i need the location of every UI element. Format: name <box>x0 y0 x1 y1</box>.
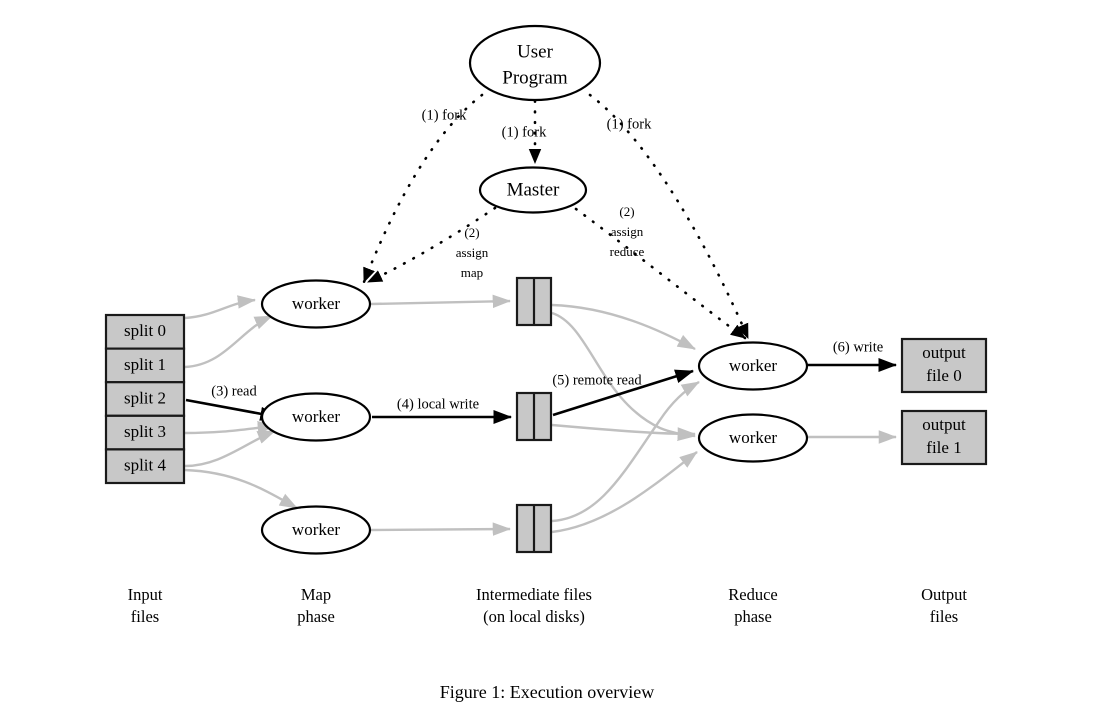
label-assign-reduce: (2) assign reduce <box>610 204 645 259</box>
edge-worker3-to-interfile3 <box>370 522 511 536</box>
map-worker-3[interactable]: worker <box>260 505 372 555</box>
split-cell-1[interactable] <box>104 347 186 384</box>
intermediate-file-box-1[interactable] <box>515 276 553 327</box>
split-label-1: split 1 <box>124 355 166 374</box>
output-file-1-label-line2: file 1 <box>926 438 961 457</box>
master-ellipse[interactable] <box>478 166 588 214</box>
reduce-worker-2-label: worker <box>729 428 777 447</box>
split-label-3: split 3 <box>124 422 166 441</box>
column-label-map-phase-line2: phase <box>297 607 335 626</box>
split-cell-4[interactable] <box>104 448 186 485</box>
edge-interfile2-remote-read-to-reduce1 <box>552 369 694 417</box>
label-fork-center: (1) fork <box>502 124 547 140</box>
figure-caption: Figure 1: Execution overview <box>440 682 654 702</box>
edge-interfile3-to-reduce1 <box>551 380 700 523</box>
output-file-0-label-line2: file 0 <box>926 366 961 385</box>
edge-split0-to-worker1 <box>184 295 256 320</box>
map-worker-2-ellipse[interactable] <box>260 392 372 442</box>
edge-group-write: (6) write <box>807 339 898 373</box>
map-worker-2[interactable]: worker <box>260 392 372 442</box>
column-label-intermediate-files-line1: Intermediate files <box>476 585 592 604</box>
column-label-reduce-phase-line1: Reduce <box>728 585 777 604</box>
label-assign-map-line2: assign <box>456 245 489 260</box>
edge-interfile3-to-reduce2 <box>551 451 698 534</box>
column-label-output-files-line2: files <box>930 607 958 626</box>
map-worker-2-label: worker <box>292 407 340 426</box>
edges-map-to-intermediate <box>370 294 511 536</box>
label-remote-read: (5) remote read <box>552 372 642 388</box>
user-program-ellipse[interactable] <box>468 24 602 102</box>
map-worker-1[interactable]: worker <box>260 279 372 329</box>
edge-interfile1-to-reduce1 <box>551 303 696 351</box>
column-label-intermediate-files-line2: (on local disks) <box>483 607 585 626</box>
label-assign-map-line3: map <box>461 265 483 280</box>
reduce-worker-2-ellipse[interactable] <box>697 413 809 463</box>
label-assign-reduce-line1: (2) <box>619 204 634 219</box>
edges-input-to-map <box>184 295 298 510</box>
edges-control-dotted: (1) fork (1) fork (1) fork (2) assign ma… <box>362 93 750 340</box>
reduce-worker-1-label: worker <box>729 356 777 375</box>
column-labels: Input files Map phase Intermediate files… <box>128 585 968 626</box>
label-local-write: (4) local write <box>397 396 479 412</box>
output-file-0-label-line1: output <box>922 343 966 362</box>
user-program-label-line1: User <box>517 41 554 62</box>
output-file-0[interactable]: output file 0 <box>900 337 988 394</box>
input-splits-stack: split 0 split 1 split 2 split 3 split 4 <box>104 313 186 485</box>
map-worker-3-ellipse[interactable] <box>260 505 372 555</box>
label-write: (6) write <box>833 339 883 355</box>
intermediate-file-box-2[interactable] <box>515 391 553 442</box>
output-file-1[interactable]: output file 1 <box>900 409 988 466</box>
label-fork-left: (1) fork <box>422 107 467 123</box>
output-file-0-rect[interactable] <box>900 337 988 394</box>
output-file-1-label-line1: output <box>922 415 966 434</box>
split-cell-3[interactable] <box>104 414 186 451</box>
map-worker-3-label: worker <box>292 520 340 539</box>
output-file-1-rect[interactable] <box>900 409 988 466</box>
map-worker-1-label: worker <box>292 294 340 313</box>
reduce-worker-1-ellipse[interactable] <box>697 341 809 391</box>
edges-intermediate-to-reduce <box>551 303 700 534</box>
master-label: Master <box>507 179 560 200</box>
edge-split4-to-worker2 <box>184 429 276 468</box>
split-label-0: split 0 <box>124 321 166 340</box>
column-label-map-phase-line1: Map <box>301 585 331 604</box>
edge-split4-to-worker3 <box>184 468 298 510</box>
column-label-reduce-phase-line2: phase <box>734 607 772 626</box>
split-cell-0[interactable] <box>104 313 186 350</box>
user-program-label-line2: Program <box>502 67 568 88</box>
label-assign-map-line1: (2) <box>464 225 479 240</box>
edge-group-local-write: (4) local write <box>372 396 513 425</box>
label-assign-map: (2) assign map <box>456 225 489 280</box>
reduce-worker-1[interactable]: worker <box>697 341 809 391</box>
label-fork-right: (1) fork <box>607 116 652 132</box>
reduce-worker-2[interactable]: worker <box>697 413 809 463</box>
column-label-input-files-line1: Input <box>128 585 163 604</box>
edge-group-remote-read: (5) remote read <box>552 369 694 417</box>
label-assign-reduce-line2: assign <box>611 224 644 239</box>
edge-split3-to-worker2 <box>184 421 276 435</box>
edge-interfile2-to-reduce2 <box>551 423 696 441</box>
edge-assign-map <box>366 206 497 284</box>
edge-split1-to-worker1 <box>184 314 273 369</box>
label-assign-reduce-line3: reduce <box>610 244 645 259</box>
column-label-output-files-line1: Output <box>921 585 967 604</box>
map-worker-1-ellipse[interactable] <box>260 279 372 329</box>
split-label-2: split 2 <box>124 388 166 407</box>
label-read: (3) read <box>211 383 257 399</box>
intermediate-file-box-3[interactable] <box>515 503 553 554</box>
edge-assign-reduce <box>574 207 747 340</box>
user-program-node[interactable]: User Program <box>468 24 602 102</box>
edge-worker1-to-interfile1 <box>370 294 511 309</box>
split-label-4: split 4 <box>124 455 167 474</box>
column-label-input-files-line2: files <box>131 607 159 626</box>
master-node[interactable]: Master <box>478 166 588 214</box>
edge-fork-to-reduce-worker <box>588 93 750 340</box>
